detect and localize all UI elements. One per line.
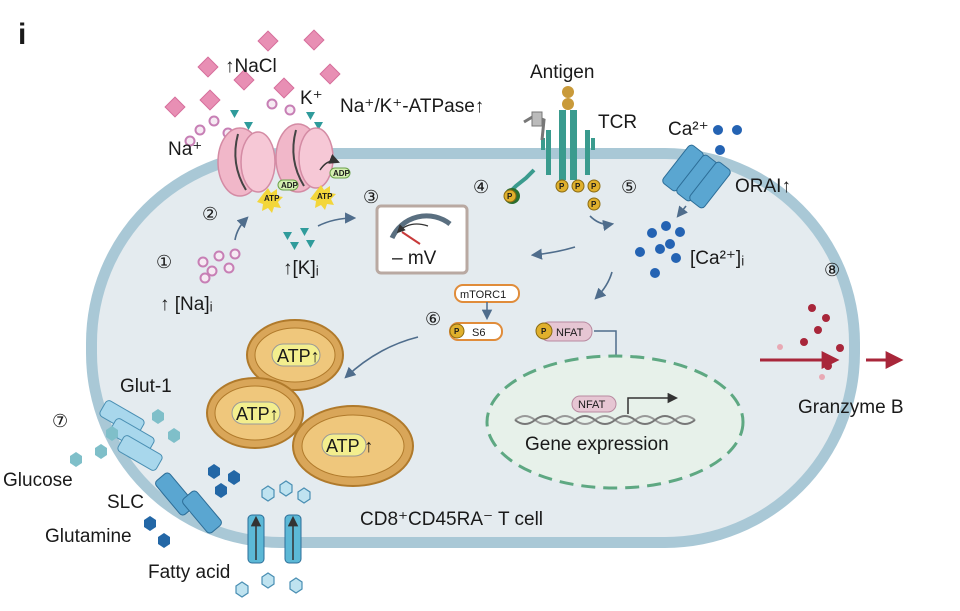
tcr-label: TCR — [598, 112, 637, 133]
k-ion-label: K⁺ — [300, 88, 323, 109]
slc-transporter — [155, 472, 222, 534]
phospho-label-1: P — [507, 192, 513, 201]
gene-expression-label: Gene expression — [525, 434, 669, 455]
nucleus: NFAT Gene expression — [485, 354, 745, 490]
mitochondrion-2: ATP↑ — [206, 377, 304, 449]
step-2: ② — [202, 204, 218, 224]
ca-i-label: [Ca²⁺]ᵢ — [690, 248, 744, 269]
nfat-nucleus-label: NFAT — [578, 399, 606, 411]
granzyme-b-label: Granzyme B — [798, 397, 904, 418]
ca-ions-inside — [635, 221, 685, 278]
pathway-arrows — [234, 205, 688, 379]
glutamine-molecules — [144, 464, 240, 548]
atp-small-label-1: ATP — [264, 194, 280, 203]
atp-small-label-2: ATP — [317, 192, 333, 201]
glut1-transporter — [99, 400, 163, 471]
mitochondrion-1: ATP↑ — [246, 319, 344, 391]
k-i-label: ↑[K]ᵢ — [283, 258, 319, 279]
k-ions-inside — [283, 228, 315, 250]
na-ions-inside — [197, 248, 241, 284]
ca-ions-outside — [713, 125, 742, 155]
step-5: ⑤ — [621, 177, 637, 197]
phospho-label-2: P — [559, 182, 565, 191]
antigen-label: Antigen — [530, 62, 594, 83]
nfat-cytoplasm: P NFAT — [535, 321, 593, 342]
s6-label: S6 — [472, 327, 485, 339]
granzyme-b-release — [760, 304, 904, 380]
step-4: ④ — [473, 177, 489, 197]
mtorc1-box: mTORC1 — [454, 284, 520, 303]
mv-label: – mV — [392, 248, 437, 269]
membrane-potential-meter: – mV — [375, 204, 469, 275]
tcr-complex — [504, 86, 595, 204]
orai-label: ORAI↑ — [735, 176, 791, 197]
adp-label-2: ADP — [333, 169, 351, 178]
step-8: ⑧ — [824, 260, 840, 280]
step-1: ① — [156, 252, 172, 272]
glutamine-label: Glutamine — [45, 526, 132, 547]
step-7: ⑦ — [52, 411, 68, 431]
na-k-atpase-pump-2 — [275, 123, 334, 193]
fatty-acid-molecules — [235, 480, 311, 598]
mitochondrion-3: ATP ↑ — [292, 405, 414, 487]
mtorc1-label: mTORC1 — [460, 289, 506, 301]
na-ion-label: Na⁺ — [168, 139, 202, 160]
s6-phospho-label: P — [454, 327, 460, 336]
glucose-molecules — [70, 409, 180, 467]
slc-label: SLC — [107, 492, 144, 513]
atp-label-1: ATP↑ — [277, 346, 320, 366]
atp-label-2: ATP↑ — [236, 404, 279, 424]
na-i-label: ↑ [Na]ᵢ — [160, 294, 213, 315]
atp-label-3: ATP ↑ — [326, 436, 373, 456]
nfat-phospho-label: P — [541, 327, 547, 336]
ca-ion-label: Ca²⁺ — [668, 119, 709, 140]
orai-channel — [662, 144, 731, 209]
phospho-label-4: P — [591, 182, 597, 191]
cell-name-label: CD8⁺CD45RA⁻ T cell — [360, 509, 543, 530]
fatty-acid-label: Fatty acid — [148, 562, 230, 583]
phospho-groups: P P P P P — [503, 179, 601, 211]
nacl-crystals — [164, 29, 341, 118]
atpase-label: Na⁺/K⁺-ATPase↑ — [340, 96, 484, 117]
na-k-atpase-pump-1 — [217, 127, 276, 197]
nacl-label: ↑NaCl — [225, 56, 277, 77]
glucose-label: Glucose — [3, 470, 73, 491]
adp-label-1: ADP — [281, 181, 299, 190]
s6-box: P S6 — [449, 322, 503, 341]
atp-adp-badges: ATP ADP ATP ADP — [257, 154, 351, 213]
panel-label: i — [18, 18, 26, 51]
nfat-label: NFAT — [556, 327, 584, 339]
fatty-acid-transporter — [247, 514, 302, 564]
phospho-label-5: P — [591, 200, 597, 209]
step-3: ③ — [363, 187, 379, 207]
step-6: ⑥ — [425, 309, 441, 329]
k-ions-outside — [230, 110, 323, 130]
phospho-label-3: P — [575, 182, 581, 191]
glut1-label: Glut-1 — [120, 376, 172, 397]
